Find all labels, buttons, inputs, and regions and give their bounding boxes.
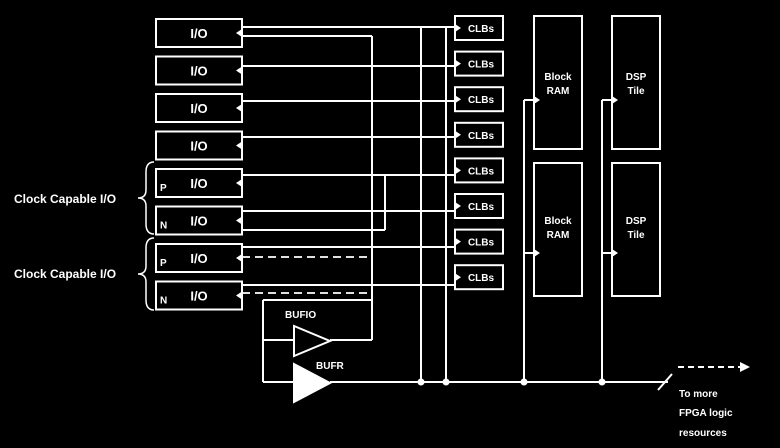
clock-capable-brace-1 — [137, 161, 155, 235]
block-ram-2-label-line1: Block — [544, 216, 572, 227]
routing-wires — [242, 26, 668, 383]
dsp-tile-1-label-line1: DSP — [626, 72, 647, 83]
io-arrow-icon — [236, 291, 242, 300]
io-block-1: I/O — [155, 18, 243, 48]
clb-arrow-icon — [455, 166, 461, 175]
block-ram-1: Block RAM — [533, 15, 583, 150]
io-arrow-icon — [236, 66, 242, 75]
io-arrow-icon — [236, 179, 242, 187]
io-block-5: I/O P — [155, 168, 243, 198]
clock-capable-brace-2 — [137, 237, 155, 311]
clb-block-4: CLBs — [454, 121, 504, 148]
clb-block-6: CLBs — [454, 193, 504, 219]
clock-capable-label-2: Clock Capable I/O — [14, 267, 116, 281]
io-polarity-label: N — [160, 296, 167, 307]
io-label: I/O — [190, 101, 207, 116]
clb-arrow-icon — [455, 24, 461, 32]
io-block-column: I/O I/O I/O I/O I/O P I/O N I/O P I/O N — [155, 18, 243, 311]
clb-block-5: CLBs — [454, 157, 504, 184]
dsp-tile-1: DSP Tile — [611, 15, 661, 150]
io-arrow-icon — [236, 216, 242, 225]
io-label: I/O — [190, 251, 207, 266]
arrow-right-icon — [740, 362, 750, 372]
clb-block-7: CLBs — [454, 228, 504, 255]
clb-arrow-icon — [455, 237, 461, 246]
io-block-8: I/O N — [155, 280, 243, 311]
dsp-tile-2-label-line1: DSP — [626, 216, 647, 227]
clb-label: CLBs — [468, 24, 495, 35]
io-block-7: I/O P — [155, 243, 243, 273]
bufio-buffer: BUFIO — [285, 310, 333, 358]
io-block-2: I/O — [155, 55, 243, 86]
block-ram-2-label-line2: RAM — [547, 230, 570, 241]
clock-capable-label-1: Clock Capable I/O — [14, 192, 116, 206]
block-ram-1-label-line2: RAM — [547, 86, 570, 97]
bufio-label: BUFIO — [285, 310, 316, 321]
clb-block-8: CLBs — [454, 264, 504, 291]
dashed-clock-wires — [242, 256, 372, 294]
io-arrow-icon — [236, 29, 242, 37]
io-polarity-label: P — [160, 183, 167, 194]
more-resources-line1: To more — [679, 389, 718, 400]
io-polarity-label: N — [160, 221, 167, 232]
dsp-tile-2: DSP Tile — [611, 162, 661, 297]
io-label: I/O — [190, 139, 207, 154]
dsp-tile-2-label-line2: Tile — [627, 230, 644, 241]
block-ram-1-label-line1: Block — [544, 72, 572, 83]
io-block-3: I/O — [155, 93, 243, 123]
io-label: I/O — [190, 214, 207, 229]
io-block-6: I/O N — [155, 205, 243, 236]
io-arrow-icon — [236, 254, 242, 262]
bufr-label: BUFR — [316, 361, 345, 372]
io-arrow-icon — [236, 104, 242, 112]
io-label: I/O — [190, 176, 207, 191]
block-ram-2: Block RAM — [533, 162, 583, 297]
io-polarity-label: P — [160, 258, 167, 269]
clb-block-1: CLBs — [454, 15, 504, 41]
io-arrow-icon — [236, 141, 242, 150]
bufr-buffer: BUFR — [293, 361, 345, 404]
io-label: I/O — [190, 64, 207, 79]
clb-label: CLBs — [468, 166, 495, 177]
dsp-tile-1-label-line2: Tile — [627, 86, 644, 97]
clb-arrow-icon — [455, 59, 461, 68]
io-label: I/O — [190, 289, 207, 304]
clb-label: CLBs — [468, 131, 495, 142]
clb-label: CLBs — [468, 95, 495, 106]
clb-label: CLBs — [468, 202, 495, 213]
to-more-resources: To more FPGA logic resources — [657, 362, 750, 439]
clb-block-3: CLBs — [454, 86, 504, 113]
junction-dots — [417, 378, 606, 386]
clb-label: CLBs — [468, 273, 495, 284]
clb-label: CLBs — [468, 60, 495, 71]
clb-arrow-icon — [455, 202, 461, 210]
io-block-4: I/O — [155, 130, 243, 161]
clb-arrow-icon — [455, 273, 461, 282]
io-label: I/O — [190, 26, 207, 41]
clb-arrow-icon — [455, 130, 461, 139]
clb-block-2: CLBs — [454, 50, 504, 77]
clb-arrow-icon — [455, 95, 461, 104]
clb-label: CLBs — [468, 238, 495, 249]
more-resources-line2: FPGA logic — [679, 408, 733, 419]
more-resources-line3: resources — [679, 428, 727, 439]
